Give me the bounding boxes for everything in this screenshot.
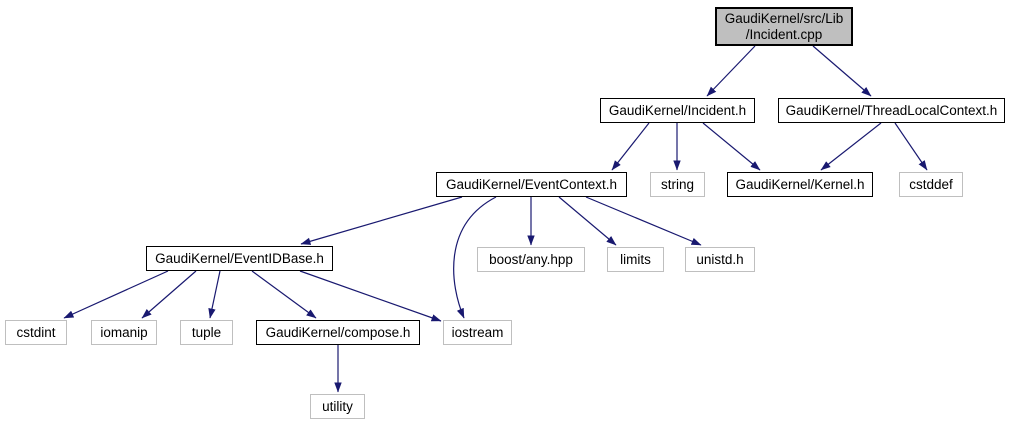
node-incident-cpp: GaudiKernel/src/Lib /Incident.cpp bbox=[715, 7, 853, 46]
edge-threadlocalcontext-h-to-kernel-h bbox=[820, 122, 882, 171]
edge-eventidbase-h-to-tuple bbox=[208, 270, 221, 319]
node-label: utility bbox=[322, 398, 353, 414]
edge-eventidbase-h-to-iostream bbox=[299, 270, 442, 322]
node-label: GaudiKernel/compose.h bbox=[265, 324, 411, 340]
node-incident-h[interactable]: GaudiKernel/Incident.h bbox=[600, 98, 755, 123]
node-kernel-h[interactable]: GaudiKernel/Kernel.h bbox=[727, 172, 873, 197]
node-label: boost/any.hpp bbox=[489, 251, 573, 267]
node-label: GaudiKernel/EventContext.h bbox=[445, 176, 618, 192]
node-label: GaudiKernel/ThreadLocalContext.h bbox=[785, 102, 998, 118]
node-threadlocalcontext-h[interactable]: GaudiKernel/ThreadLocalContext.h bbox=[778, 98, 1005, 123]
node-label: GaudiKernel/src/Lib /Incident.cpp bbox=[724, 10, 844, 42]
node-label: GaudiKernel/Incident.h bbox=[608, 102, 747, 118]
node-eventidbase-h[interactable]: GaudiKernel/EventIDBase.h bbox=[146, 246, 333, 271]
edge-incident-h-to-kernel-h bbox=[702, 122, 761, 171]
node-label: GaudiKernel/EventIDBase.h bbox=[155, 250, 324, 266]
edge-eventidbase-h-to-iomanip bbox=[141, 270, 197, 319]
node-label: iostream bbox=[451, 324, 504, 340]
edge-threadlocalcontext-h-to-cstddef bbox=[894, 122, 928, 171]
node-limits: limits bbox=[607, 247, 664, 272]
edge-eventcontext-h-to-unistd-h bbox=[585, 196, 702, 246]
edge-eventcontext-h-to-limits bbox=[558, 196, 617, 246]
node-boost-any-hpp: boost/any.hpp bbox=[477, 247, 585, 272]
node-tuple: tuple bbox=[180, 320, 233, 345]
node-label: cstdint bbox=[16, 324, 56, 340]
node-eventcontext-h[interactable]: GaudiKernel/EventContext.h bbox=[436, 172, 627, 197]
node-label: tuple bbox=[191, 324, 222, 340]
node-string: string bbox=[650, 172, 705, 197]
node-label: unistd.h bbox=[696, 251, 744, 267]
node-label: GaudiKernel/Kernel.h bbox=[735, 176, 865, 192]
node-unistd-h: unistd.h bbox=[685, 247, 755, 272]
node-cstddef: cstddef bbox=[899, 172, 963, 197]
node-compose-h[interactable]: GaudiKernel/compose.h bbox=[256, 320, 420, 345]
edge-layer bbox=[63, 45, 928, 393]
edge-incident-cpp-to-incident-h bbox=[706, 45, 756, 97]
node-label: string bbox=[660, 176, 694, 192]
node-utility: utility bbox=[310, 394, 365, 419]
node-label: cstddef bbox=[909, 176, 953, 192]
node-iostream: iostream bbox=[443, 320, 512, 345]
edge-eventidbase-h-to-cstdint bbox=[63, 270, 169, 319]
edge-eventcontext-h-to-eventidbase-h bbox=[300, 196, 463, 245]
edge-incident-h-to-eventcontext-h bbox=[611, 122, 650, 171]
node-iomanip: iomanip bbox=[91, 320, 157, 345]
node-cstdint: cstdint bbox=[5, 320, 67, 345]
node-label: limits bbox=[620, 251, 651, 267]
edge-eventcontext-h-to-iostream bbox=[453, 196, 497, 319]
node-label: iomanip bbox=[100, 324, 148, 340]
edge-eventidbase-h-to-compose-h bbox=[251, 270, 317, 319]
edge-incident-cpp-to-threadlocalcontext-h bbox=[812, 45, 872, 97]
